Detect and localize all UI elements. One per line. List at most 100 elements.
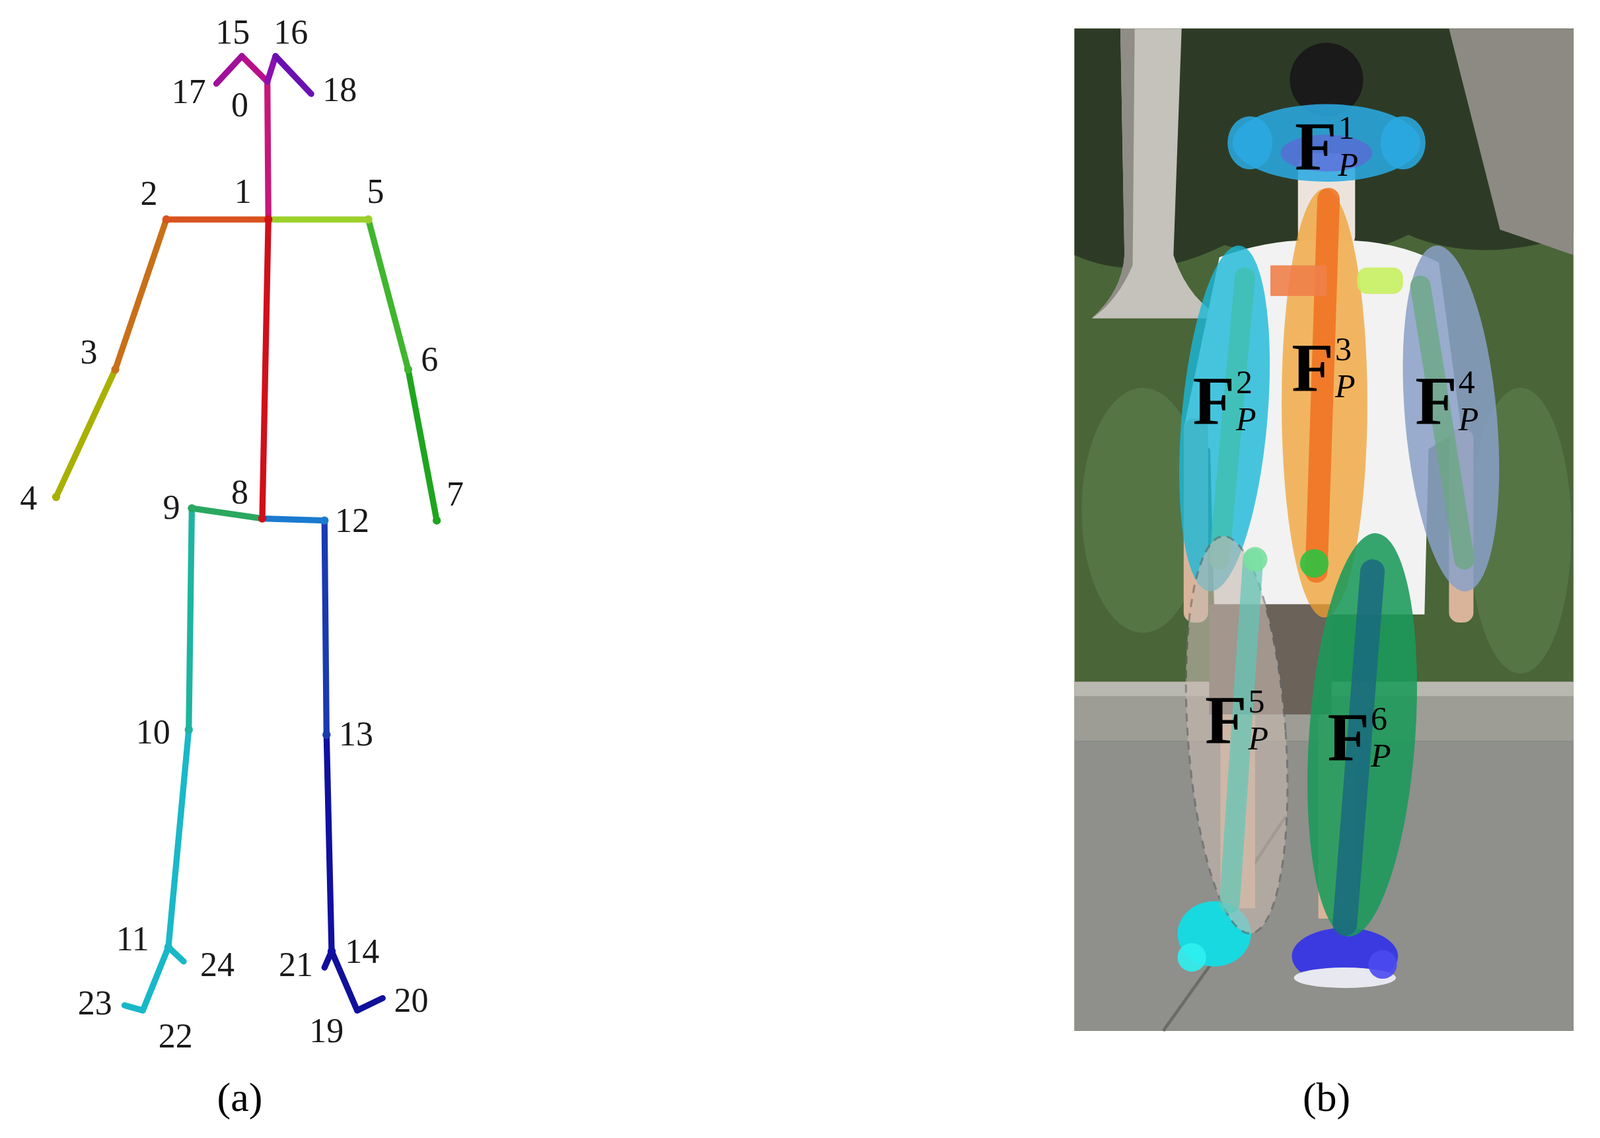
feature-subscript: P <box>1370 738 1392 772</box>
keypoint-number: 5 <box>366 174 384 209</box>
limb <box>216 56 242 84</box>
limb <box>166 216 269 222</box>
grass <box>1074 28 1574 1031</box>
script-stack: 2P <box>1236 365 1257 436</box>
keypoint-number: 8 <box>231 474 249 510</box>
panel-label: (a) <box>217 1076 263 1118</box>
limb <box>168 729 189 947</box>
limb <box>56 369 116 497</box>
limb <box>115 219 167 370</box>
script-stack: 4P <box>1458 365 1480 436</box>
limb <box>368 219 409 370</box>
joint <box>187 504 196 512</box>
joint <box>363 215 372 224</box>
joint <box>320 515 329 524</box>
limb <box>262 219 269 519</box>
keypoint-number: 4 <box>19 480 37 516</box>
limb <box>191 508 263 518</box>
limb <box>188 508 193 730</box>
keypoint-number: 23 <box>77 985 113 1020</box>
feature-subscript: P <box>1248 721 1270 755</box>
keypoint-number: 18 <box>322 72 357 108</box>
right-arm-region <box>1389 241 1512 596</box>
path-area <box>1448 28 1573 255</box>
joints <box>52 215 442 956</box>
joint <box>184 725 193 734</box>
panel-label: (b) <box>1302 1076 1351 1118</box>
limb <box>268 216 368 222</box>
feature-index: 3 <box>1335 332 1352 366</box>
foot-keypoint <box>1177 942 1207 972</box>
skeleton <box>56 56 437 1011</box>
limb <box>357 997 384 1011</box>
feature-symbol: F <box>1415 365 1458 435</box>
feature-subscript: P <box>1335 369 1356 403</box>
feature-subscript: P <box>1458 402 1480 436</box>
joint <box>432 515 441 524</box>
foot-keypoint <box>1368 949 1397 979</box>
part-feature-label: F3P <box>1291 332 1355 403</box>
joint <box>404 365 413 374</box>
tree-shade <box>1091 28 1135 319</box>
head-region <box>1227 116 1273 170</box>
keypoint-number: 15 <box>215 15 250 50</box>
joint <box>52 492 61 501</box>
limb <box>124 1004 143 1011</box>
part-feature-label: F6P <box>1327 701 1391 772</box>
feature-subscript: P <box>1338 147 1359 182</box>
keypoint-number: 9 <box>163 490 181 525</box>
script-stack: 3P <box>1335 332 1356 403</box>
feature-index: 2 <box>1236 365 1253 399</box>
right-leg-region <box>1295 529 1430 940</box>
shoulder-overlay <box>1356 267 1404 294</box>
part-feature-label: F1P <box>1294 110 1359 182</box>
feature-symbol: F <box>1291 332 1334 402</box>
part-feature-label: F2P <box>1193 365 1257 436</box>
feature-symbol: F <box>1204 685 1248 754</box>
keypoint-number: 21 <box>278 947 314 982</box>
feature-symbol: F <box>1327 702 1370 771</box>
photo <box>1074 28 1574 1031</box>
keypoint-number: 2 <box>140 176 158 211</box>
script-stack: 5P <box>1248 684 1270 755</box>
feature-index: 5 <box>1248 684 1266 718</box>
script-stack: 1P <box>1338 110 1359 182</box>
keypoint-number: 24 <box>200 947 235 982</box>
feature-index: 4 <box>1458 365 1476 399</box>
head-region <box>1380 116 1426 170</box>
hip-keypoint <box>1300 548 1329 578</box>
shoulder-overlay <box>1270 265 1327 296</box>
keypoint-number: 7 <box>446 476 464 512</box>
joint <box>110 365 119 374</box>
limb <box>326 734 332 951</box>
limb <box>275 56 312 94</box>
limb <box>324 520 327 735</box>
feature-subscript: P <box>1236 402 1257 436</box>
limb <box>262 518 325 521</box>
joint <box>264 215 273 224</box>
keypoint-number: 12 <box>334 503 370 538</box>
keypoint-number: 16 <box>273 15 308 50</box>
joint <box>322 730 331 739</box>
left-leg-region <box>1173 532 1300 937</box>
limb <box>241 56 268 82</box>
part-feature-label: F5P <box>1204 684 1269 755</box>
keypoint-number: 20 <box>393 982 429 1018</box>
tree-trunk <box>1091 28 1225 319</box>
keypoint-number: 22 <box>158 1018 193 1054</box>
feature-symbol: F <box>1294 111 1338 181</box>
keypoint-number: 19 <box>309 1013 344 1048</box>
joint <box>258 513 267 522</box>
keypoint-number: 3 <box>79 334 98 370</box>
keypoint-number: 17 <box>171 74 207 110</box>
limb <box>267 81 269 220</box>
joint <box>164 942 173 951</box>
joint <box>162 215 171 224</box>
feature-symbol: F <box>1193 365 1236 435</box>
joint <box>327 946 336 955</box>
keypoint-number: 14 <box>344 934 380 969</box>
keypoint-number: 6 <box>420 342 438 377</box>
limb <box>142 946 169 1011</box>
keypoint-number: 1 <box>234 174 252 209</box>
hip-keypoint <box>1242 546 1268 572</box>
